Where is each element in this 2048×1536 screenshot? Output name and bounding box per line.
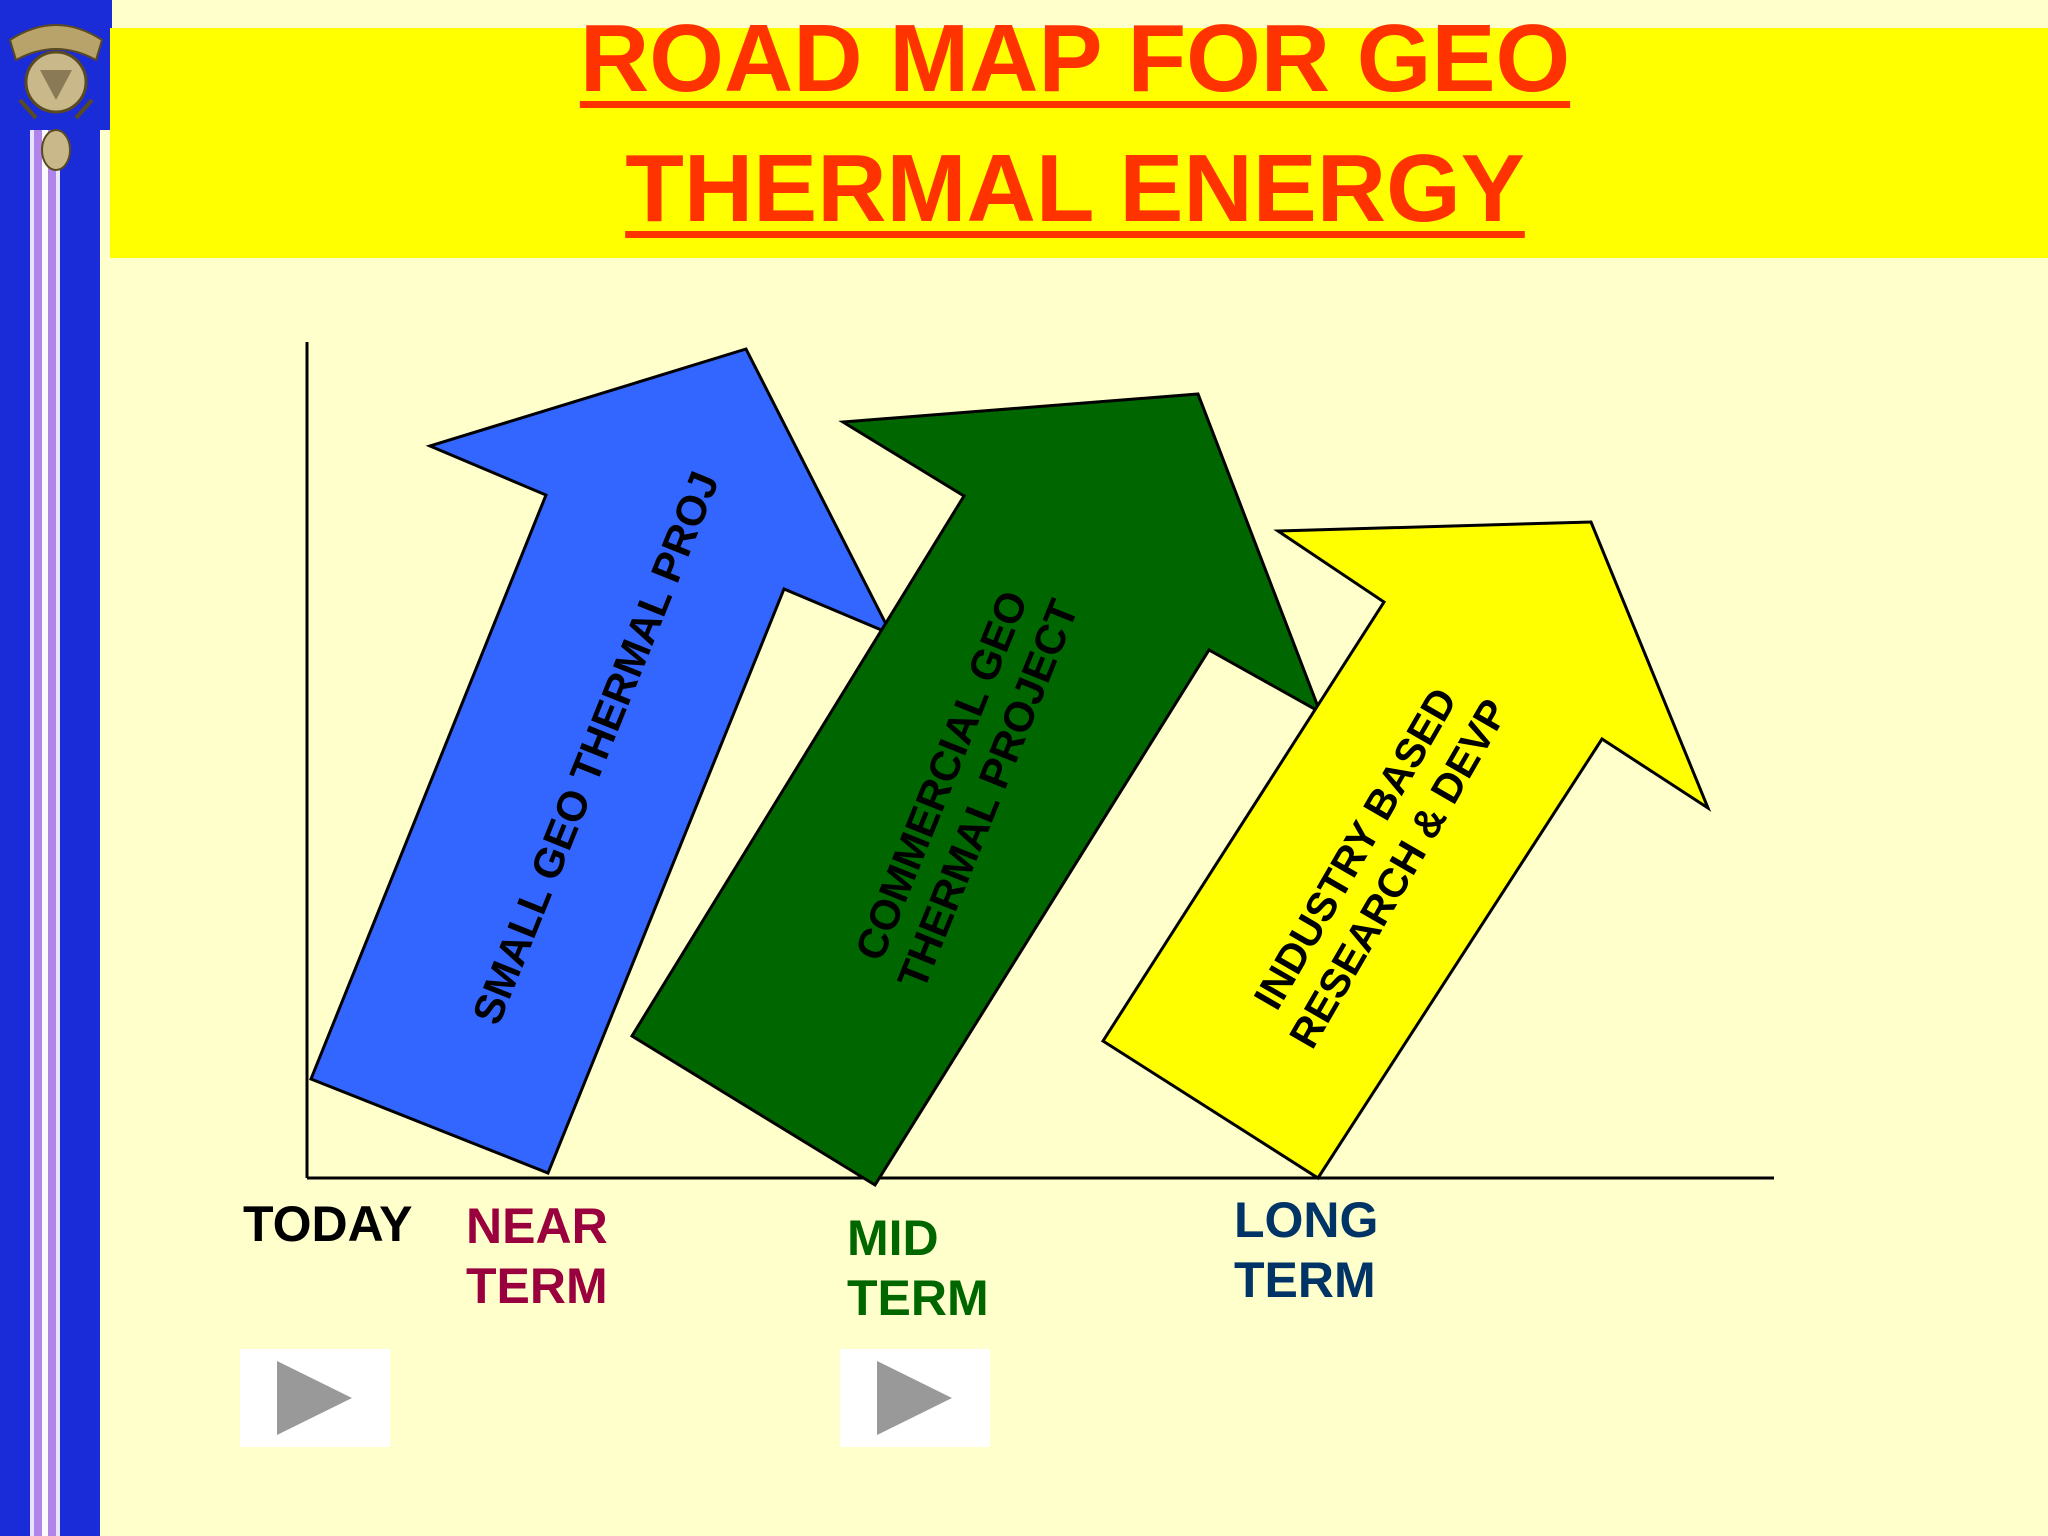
crest-emblem-icon [0, 0, 112, 171]
timeline-today-label: TODAY [243, 1194, 413, 1254]
timeline-today-text: TODAY [243, 1196, 413, 1252]
next-slide-button-2[interactable] [840, 1349, 990, 1447]
title-band [110, 28, 2048, 258]
play-triangle-icon [877, 1361, 952, 1435]
play-triangle-icon [277, 1361, 352, 1435]
mid-term-line-1: MID [847, 1210, 939, 1266]
page-title-line-2: THERMAL ENERGY [625, 135, 1525, 242]
next-slide-button[interactable] [240, 1349, 390, 1447]
arrow-industry-research [1100, 520, 1712, 1181]
timeline-long-term-label: LONG TERM [1234, 1190, 1378, 1310]
page-title-line-1: ROAD MAP FOR GEO [579, 5, 1571, 112]
arrow-commercial-geo [629, 392, 1323, 1188]
near-term-line-1: NEAR [466, 1198, 608, 1254]
long-term-line-2: TERM [1234, 1252, 1376, 1308]
long-term-line-1: LONG [1234, 1192, 1379, 1248]
arrow-small-geo [309, 347, 895, 1175]
timeline-near-term-label: NEAR TERM [466, 1196, 608, 1316]
mid-term-line-2: TERM [847, 1270, 989, 1326]
timeline-mid-term-label: MID TERM [847, 1208, 989, 1328]
sidebar-stripe [0, 0, 100, 1536]
near-term-line-2: TERM [466, 1258, 608, 1314]
